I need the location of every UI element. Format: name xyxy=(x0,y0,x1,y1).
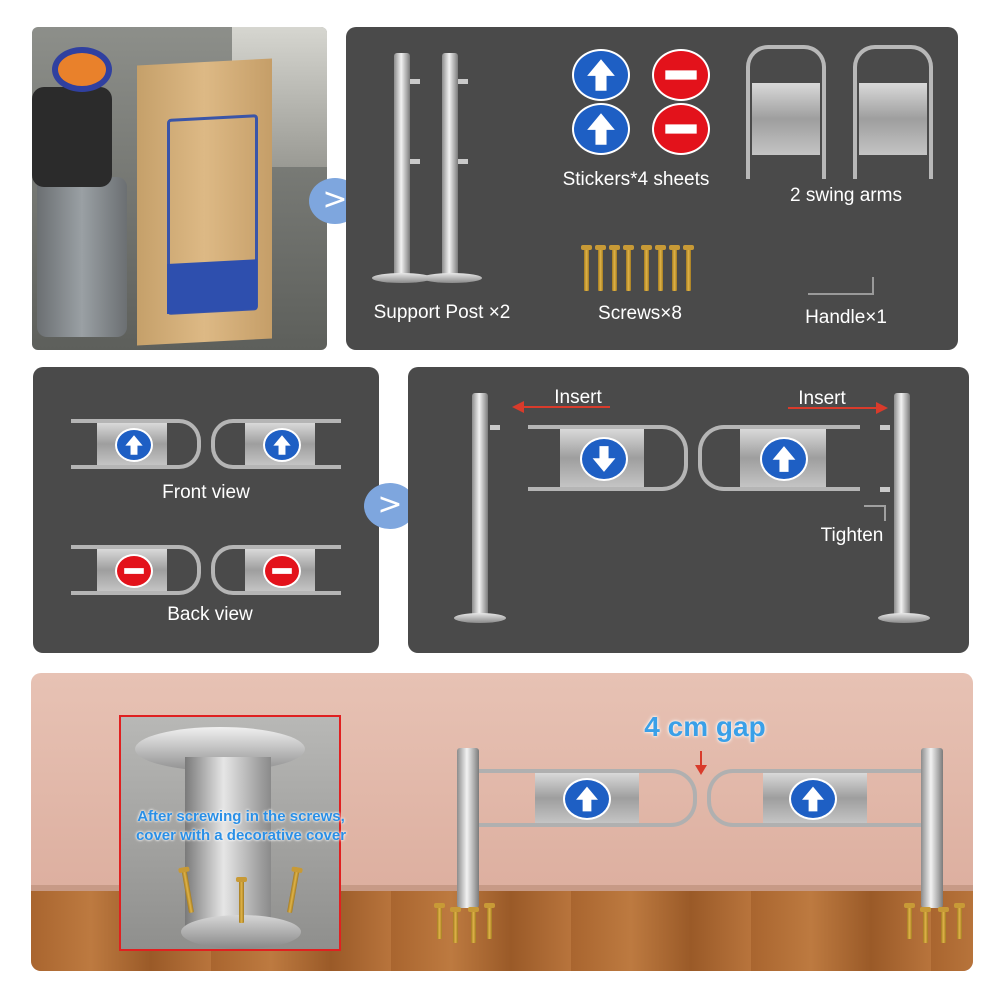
next-step-icon: > xyxy=(364,483,416,529)
support-post xyxy=(442,53,458,279)
sticker-views-panel: Front view Back view xyxy=(33,367,379,653)
arrow-left-icon xyxy=(512,401,610,413)
packaging-photo xyxy=(32,27,327,350)
screws-label: Screws×8 xyxy=(598,303,682,324)
swing-arm-left xyxy=(528,425,688,491)
hex-key-handle xyxy=(864,505,886,521)
support-post-base xyxy=(422,273,482,283)
screw xyxy=(655,245,666,291)
insert-right-label: Insert xyxy=(798,388,846,409)
tighten-label: Tighten xyxy=(820,525,884,546)
box-print-stripe xyxy=(167,259,257,314)
insert-left-label: Insert xyxy=(554,387,602,408)
post-bracket xyxy=(458,79,468,84)
swing-arm xyxy=(746,45,826,179)
support-post xyxy=(472,393,488,619)
screw xyxy=(920,907,931,943)
screw xyxy=(484,903,495,939)
baseboard xyxy=(31,885,973,891)
screw xyxy=(641,245,652,291)
post-cylinder xyxy=(185,757,271,937)
hex-key-handle xyxy=(808,277,874,295)
swing-arm-back-right xyxy=(211,545,341,595)
screw xyxy=(938,907,949,943)
screw xyxy=(581,245,592,291)
swing-arm-left xyxy=(479,769,697,827)
cover-note: After screwing in the screws, cover with… xyxy=(121,807,361,845)
back-view-label: Back view xyxy=(167,604,253,625)
screw xyxy=(434,903,445,939)
swing-arm-front-right xyxy=(211,419,341,469)
post-bracket xyxy=(410,79,420,84)
post-bracket xyxy=(458,159,468,164)
arrow-up-icon xyxy=(572,49,630,101)
post-bracket xyxy=(880,425,890,430)
tape-dispenser xyxy=(52,47,112,92)
arrow-up-icon xyxy=(789,778,837,820)
support-post xyxy=(394,53,410,279)
support-post xyxy=(894,393,910,619)
cardboard-box xyxy=(137,58,272,346)
post-bracket xyxy=(410,159,420,164)
support-post xyxy=(457,748,479,908)
support-post-base xyxy=(372,273,432,283)
arrow-up-icon xyxy=(760,437,808,481)
arrow-right-icon xyxy=(788,402,888,414)
swing-arm xyxy=(853,45,933,179)
arrow-up-icon xyxy=(263,428,301,462)
arrow-up-icon xyxy=(563,778,611,820)
swing-arm-right xyxy=(698,425,860,491)
stickers-label: Stickers*4 sheets xyxy=(562,169,710,190)
no-entry-icon xyxy=(263,554,301,588)
swing-arm-back-left xyxy=(71,545,201,595)
swing-arm-right xyxy=(707,769,921,827)
gap-label: 4 cm gap xyxy=(644,711,766,742)
support-post xyxy=(921,748,943,908)
no-entry-icon xyxy=(115,554,153,588)
support-post-base xyxy=(454,613,506,623)
post-base-closeup-photo: After screwing in the screws, cover with… xyxy=(119,715,346,951)
package-contents-panel: Support Post ×2 Stickers*4 sheets 2 swin… xyxy=(346,27,958,350)
support-post-label: Support Post ×2 xyxy=(373,302,511,323)
arrow-up-icon xyxy=(572,103,630,155)
swing-arms-label: 2 swing arms xyxy=(790,185,902,206)
handle-label: Handle×1 xyxy=(805,307,887,328)
front-view-label: Front view xyxy=(162,482,250,503)
screw xyxy=(287,866,300,914)
worker-legs xyxy=(37,177,127,337)
screw xyxy=(450,907,461,943)
no-entry-icon xyxy=(652,103,710,155)
post-bracket xyxy=(880,487,890,492)
support-post-base xyxy=(878,613,930,623)
no-entry-icon xyxy=(652,49,710,101)
screw xyxy=(595,245,606,291)
screw xyxy=(669,245,680,291)
screw xyxy=(236,877,247,923)
post-bracket xyxy=(490,425,500,430)
worker-torso xyxy=(32,87,112,187)
swing-arm-front-left xyxy=(71,419,201,469)
cover-note-line-1: After screwing in the screws, xyxy=(137,808,345,825)
screw xyxy=(954,903,965,939)
arrow-up-icon xyxy=(115,428,153,462)
arrow-down-icon xyxy=(695,751,707,775)
arrow-down-icon xyxy=(580,437,628,481)
cover-note-line-2: cover with a decorative cover xyxy=(135,827,347,844)
screw xyxy=(904,903,915,939)
screw xyxy=(623,245,634,291)
installed-gate-scene: After screwing in the screws, cover with… xyxy=(31,673,973,971)
installation-panel: Insert Insert Tighten xyxy=(408,367,969,653)
screw xyxy=(683,245,694,291)
screw xyxy=(609,245,620,291)
screw xyxy=(468,907,479,943)
